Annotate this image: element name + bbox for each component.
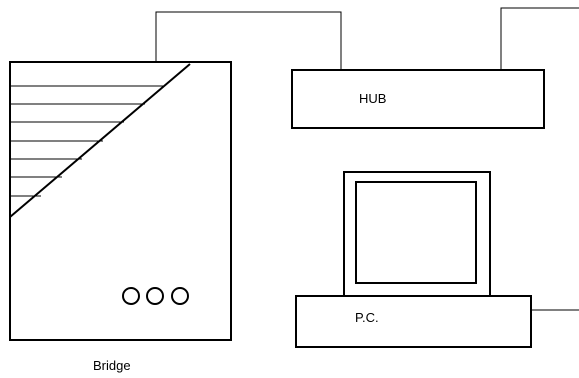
pc-base [296, 296, 531, 347]
hub-body [292, 70, 544, 128]
hub-uplink-connector [501, 8, 579, 70]
hub-label: HUB [359, 91, 386, 106]
bridge-label: Bridge [93, 358, 131, 373]
bridge-device: Bridge [10, 62, 231, 373]
hub-device: HUB [292, 70, 544, 128]
pc-device: P.C. [296, 172, 531, 347]
monitor-screen [356, 182, 476, 283]
pc-label: P.C. [355, 310, 379, 325]
